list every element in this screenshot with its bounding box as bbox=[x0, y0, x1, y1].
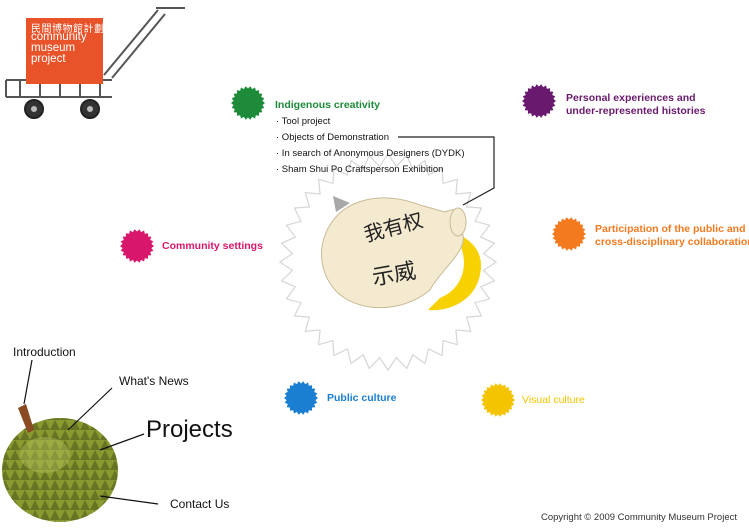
logo-chinese-name: 民間博物館計劃 bbox=[31, 24, 105, 35]
nav-pointer-lines bbox=[23, 359, 159, 505]
nav-whats-news-link[interactable]: What's News bbox=[119, 374, 189, 388]
project-craftsperson-link[interactable]: · Sham Shui Po Craftsperson Exhibition bbox=[276, 164, 444, 175]
connector-line bbox=[398, 136, 495, 206]
participation-badge-icon[interactable] bbox=[552, 217, 586, 251]
starburst-frame bbox=[278, 152, 498, 372]
play-arrow-icon[interactable] bbox=[333, 196, 350, 212]
copyright-text: Copyright © 2009 Community Museum Projec… bbox=[540, 512, 737, 523]
featured-object-image[interactable] bbox=[321, 197, 481, 311]
logo-line-2: museum bbox=[31, 42, 76, 54]
nav-introduction-link[interactable]: Introduction bbox=[13, 345, 76, 359]
durian-icon[interactable] bbox=[2, 404, 118, 522]
logo[interactable] bbox=[26, 18, 103, 84]
project-objects-demonstration-link[interactable]: · Objects of Demonstration bbox=[276, 132, 389, 143]
nav-contact-link[interactable]: Contact Us bbox=[170, 497, 230, 511]
category-personal-link[interactable]: Personal experiences and under-represent… bbox=[566, 92, 705, 118]
category-personal-line2: under-represented histories bbox=[566, 105, 706, 117]
personal-badge-icon[interactable] bbox=[522, 84, 556, 118]
nav-projects-link[interactable]: Projects bbox=[146, 416, 233, 443]
visual-badge-icon[interactable] bbox=[481, 383, 515, 417]
project-dydk-link[interactable]: · In search of Anonymous Designers (DYDK… bbox=[276, 148, 465, 159]
logo-line-1: community bbox=[31, 31, 87, 43]
category-indigenous-link[interactable]: Indigenous creativity bbox=[275, 99, 381, 111]
category-visual-link[interactable]: Visual culture bbox=[522, 394, 585, 406]
community-badge-icon[interactable] bbox=[120, 229, 154, 263]
category-personal-line1: Personal experiences and bbox=[566, 92, 696, 104]
category-public-link[interactable]: Public culture bbox=[327, 392, 397, 404]
indigenous-badge-icon[interactable] bbox=[231, 86, 265, 120]
public-badge-icon[interactable] bbox=[284, 381, 318, 415]
category-community-link[interactable]: Community settings bbox=[162, 240, 263, 252]
category-participation-line1: Participation of the public and bbox=[595, 223, 746, 235]
category-participation-link[interactable]: Participation of the public and cross-di… bbox=[595, 223, 749, 249]
project-tool-link[interactable]: · Tool project bbox=[276, 116, 331, 127]
category-participation-line2: cross-disciplinary collaboration bbox=[595, 236, 749, 248]
cart-icon[interactable] bbox=[5, 7, 185, 119]
logo-line-3: project bbox=[31, 53, 66, 65]
